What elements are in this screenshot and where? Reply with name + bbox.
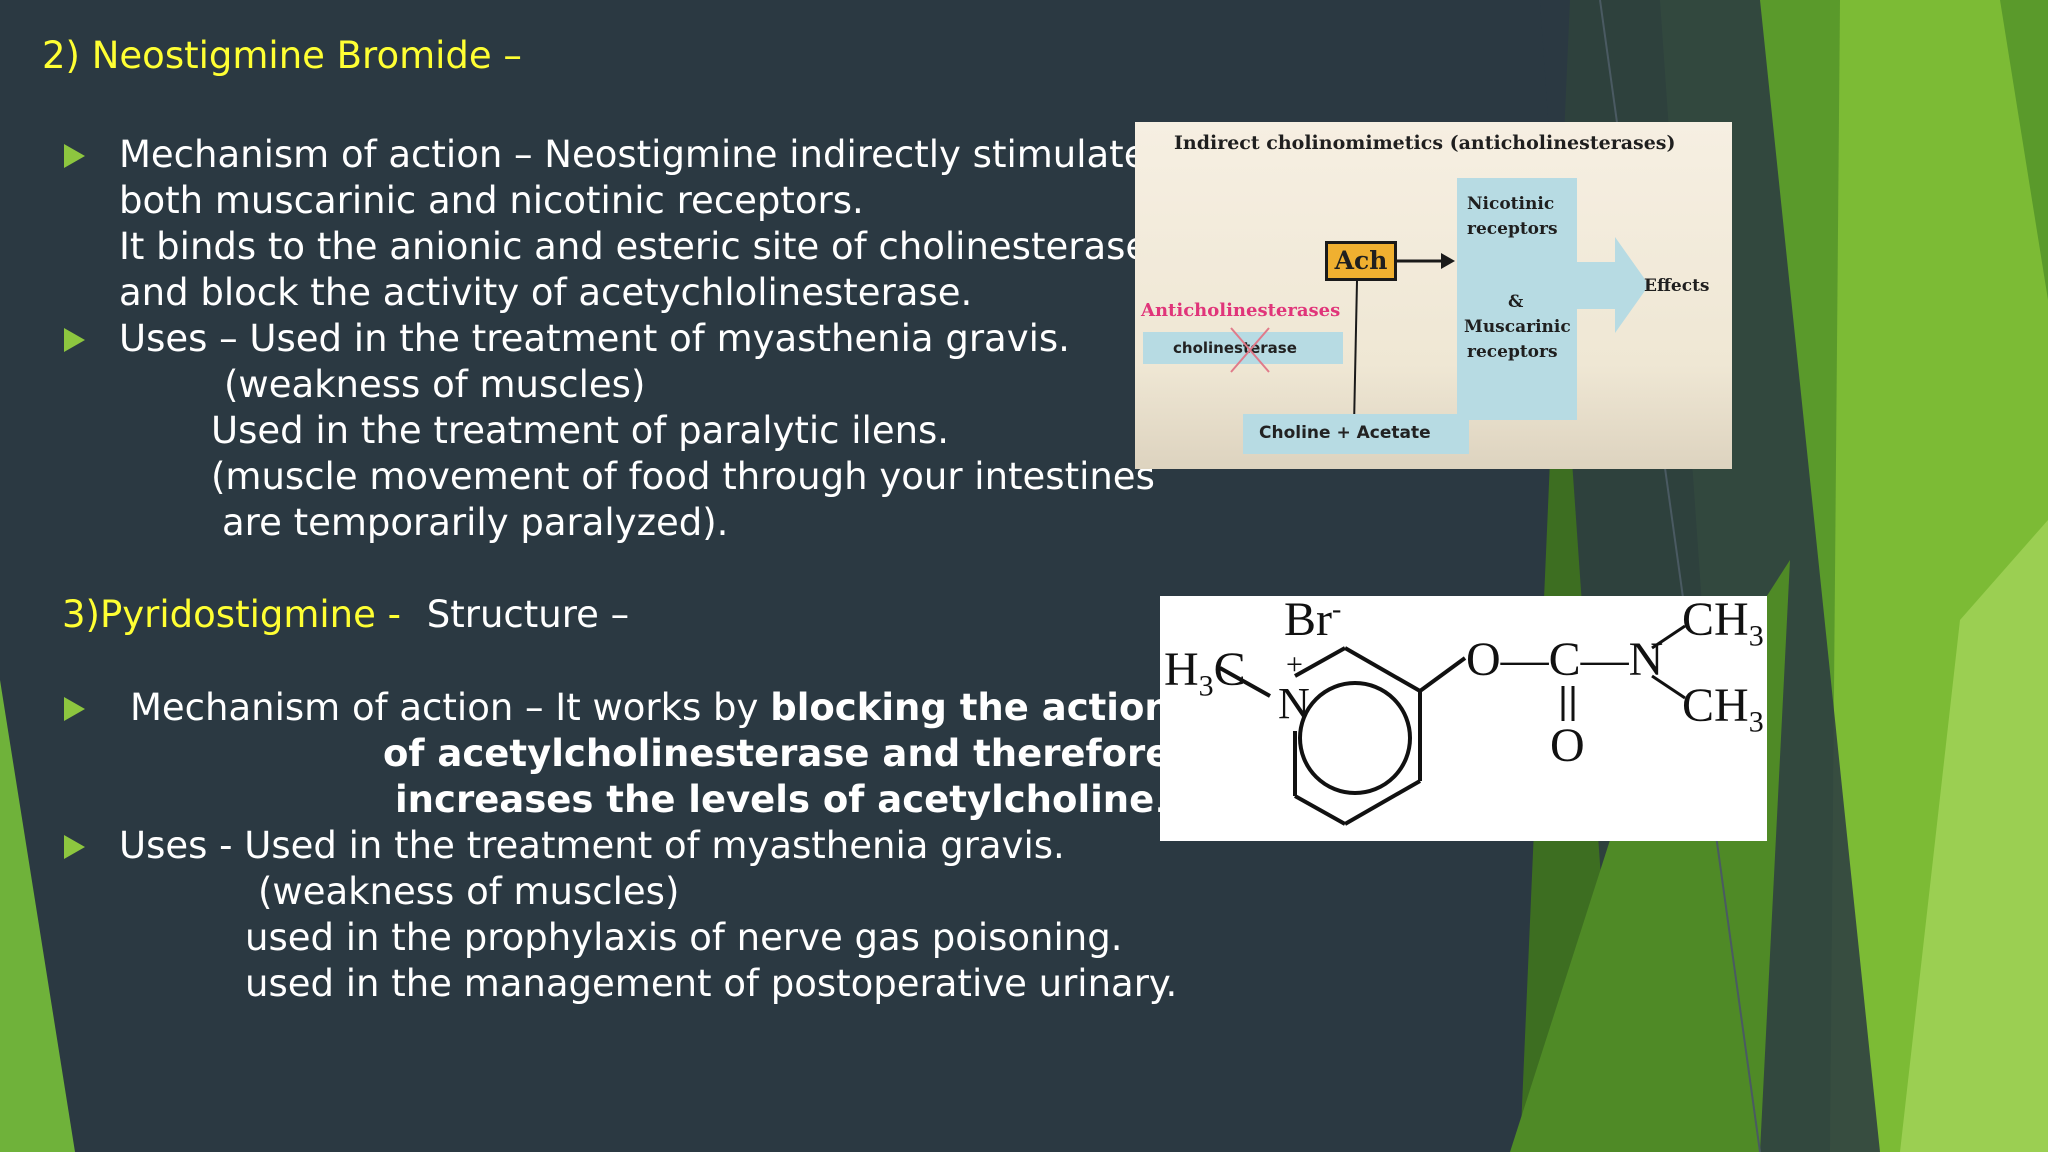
ch3-top-sub: 3: [1748, 619, 1764, 653]
bromide-label: Br-: [1284, 596, 1341, 647]
pyrido-uses-line4: used in the management of postoperative …: [245, 962, 1178, 1005]
down-arrow-icon: [1350, 281, 1358, 434]
n-charge: +: [1286, 648, 1303, 681]
carbonyl-o-label: O: [1550, 719, 1585, 772]
ch-top-text: CH: [1682, 596, 1749, 646]
ester-chain-label: O—C—N: [1466, 633, 1664, 686]
pyrido-moa-prefix: Mechanism of action – It works by: [130, 686, 771, 729]
pyrido-moa-line1: Mechanism of action – It works by blocki…: [130, 685, 1171, 731]
bullet-arrow-icon: [64, 835, 85, 859]
structure-bonds: [1219, 624, 1686, 826]
cross-out-icon: [1230, 327, 1270, 373]
n-label: N: [1278, 679, 1310, 728]
pyrido-moa-bold1: blocking the action: [770, 686, 1171, 729]
anticholinesterases-label: Anticholinesterases: [1141, 300, 1341, 321]
ach-box: Ach: [1325, 241, 1397, 281]
pyrido-uses-line1: Uses - Used in the treatment of myasthen…: [119, 824, 1065, 867]
neo-uses-line5: are temporarily paralyzed).: [222, 501, 729, 544]
br-text: Br: [1284, 596, 1332, 646]
pyridostigmine-structure: Br- H3C + N O—C—N O CH3 CH3: [1160, 596, 1767, 841]
c-text: C: [1213, 643, 1246, 696]
neo-uses-line1: Uses – Used in the treatment of myasthen…: [119, 317, 1070, 360]
pyrido-heading-row: 3)Pyridostigmine - Structure –: [62, 592, 629, 638]
choline-acetate-label: Choline + Acetate: [1259, 423, 1431, 443]
h3c-label: H3C: [1164, 642, 1246, 704]
neo-uses-line3: Used in the treatment of paralytic ilens…: [211, 409, 950, 452]
neo-moa-line4: and block the activity of acetychlolines…: [119, 271, 973, 314]
bullet-arrow-icon: [64, 144, 85, 168]
muscarinic-label-2: receptors: [1467, 342, 1558, 362]
ch3-bottom-label: CH3: [1682, 678, 1764, 740]
ch3-top-label: CH3: [1682, 596, 1764, 654]
bullet-arrow-icon: [64, 328, 85, 352]
neo-moa-line3: It binds to the anionic and esteric site…: [119, 225, 1149, 268]
neo-moa-line2: both muscarinic and nicotinic receptors.: [119, 179, 864, 222]
h-text: H: [1164, 643, 1199, 696]
neo-moa-line1: Mechanism of action – Neostigmine indire…: [119, 133, 1166, 176]
ach-arrow-icon: [1397, 253, 1455, 269]
diagram-title: Indirect cholinomimetics (anticholineste…: [1174, 132, 1676, 154]
pyrido-moa-line2: of acetylcholinesterase and therefore: [383, 732, 1171, 775]
effects-arrow-icon: [1577, 237, 1649, 333]
br-charge: -: [1332, 596, 1342, 625]
pyrido-uses-line2: (weakness of muscles): [258, 870, 680, 913]
h3-sub: 3: [1198, 669, 1214, 703]
pyrido-moa-bold3: increases the levels of acetylcholine: [395, 778, 1155, 821]
ch-bot-text: CH: [1682, 679, 1749, 732]
bullet-arrow-icon: [64, 697, 85, 721]
effects-label: Effects: [1644, 276, 1710, 296]
ampersand-label: &: [1508, 292, 1524, 312]
choline-panel: [1243, 414, 1469, 454]
muscarinic-label-1: Muscarinic: [1464, 317, 1571, 337]
ch3-bot-sub: 3: [1748, 705, 1764, 739]
receptors-panel: [1457, 178, 1577, 420]
neo-uses-line4: (muscle movement of food through your in…: [211, 455, 1155, 498]
pyrido-uses-line3: used in the prophylaxis of nerve gas poi…: [245, 916, 1123, 959]
pyrido-moa-line3: increases the levels of acetylcholine.: [395, 777, 1166, 823]
left-green-wedge: [0, 680, 75, 1152]
anticholinesterase-diagram: Indirect cholinomimetics (anticholineste…: [1135, 122, 1732, 469]
green-facet-pale: [1900, 520, 2048, 1152]
structure-label: Structure –: [426, 593, 630, 636]
neostigmine-heading: 2) Neostigmine Bromide –: [42, 34, 522, 77]
nicotinic-label-1: Nicotinic: [1467, 194, 1555, 214]
neo-uses-line2: (weakness of muscles): [224, 363, 646, 406]
cholinesterase-label: cholinesterase: [1173, 339, 1297, 357]
pyrido-heading: 3)Pyridostigmine -: [62, 593, 401, 636]
nicotinic-label-2: receptors: [1467, 219, 1558, 239]
